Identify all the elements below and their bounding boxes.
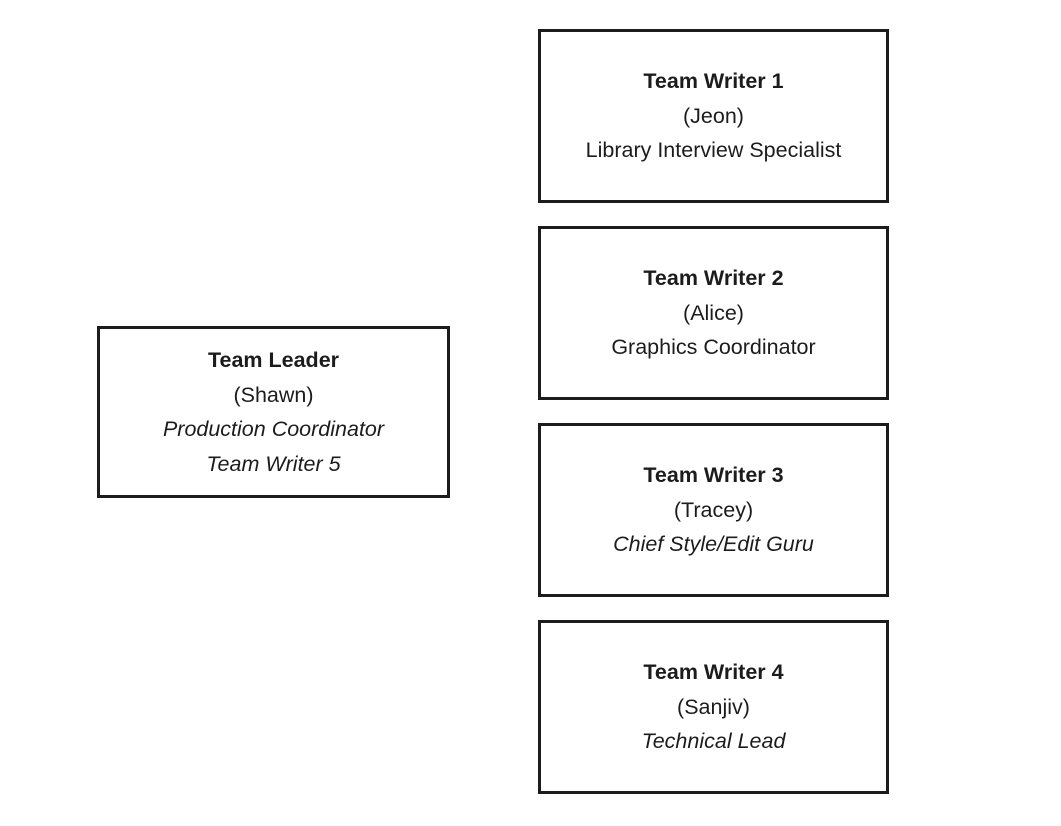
team-writer-4-name: (Sanjiv) [677,694,750,719]
team-writer-1-role: Library Interview Specialist [585,138,842,163]
team-writer-2-title: Team Writer 2 [643,266,784,291]
team-writer-1-title: Team Writer 1 [643,69,784,94]
team-writer-4-title: Team Writer 4 [643,660,784,685]
team-writer-4-box: Team Writer 4 (Sanjiv) Technical Lead [538,620,889,794]
team-writer-2-box: Team Writer 2 (Alice) Graphics Coordinat… [538,226,889,400]
team-writer-2-name: (Alice) [683,300,744,325]
team-writer-1-box: Team Writer 1 (Jeon) Library Interview S… [538,29,889,203]
team-writer-2-role: Graphics Coordinator [611,335,816,360]
team-writer-3-name: (Tracey) [673,497,754,522]
team-leader-name: (Shawn) [233,382,314,407]
team-writer-3-title: Team Writer 3 [643,463,784,488]
team-leader-box: Team Leader (Shawn) Production Coordinat… [97,326,450,498]
team-writer-3-role: Chief Style/Edit Guru [613,532,814,557]
team-leader-title: Team Leader [207,348,340,372]
team-writer-3-box: Team Writer 3 (Tracey) Chief Style/Edit … [538,423,889,597]
team-leader-role-2: Team Writer 5 [206,451,341,476]
team-leader-role-1: Production Coordinator [162,417,385,441]
team-writer-1-name: (Jeon) [683,103,744,128]
team-writer-4-role: Technical Lead [641,729,786,754]
